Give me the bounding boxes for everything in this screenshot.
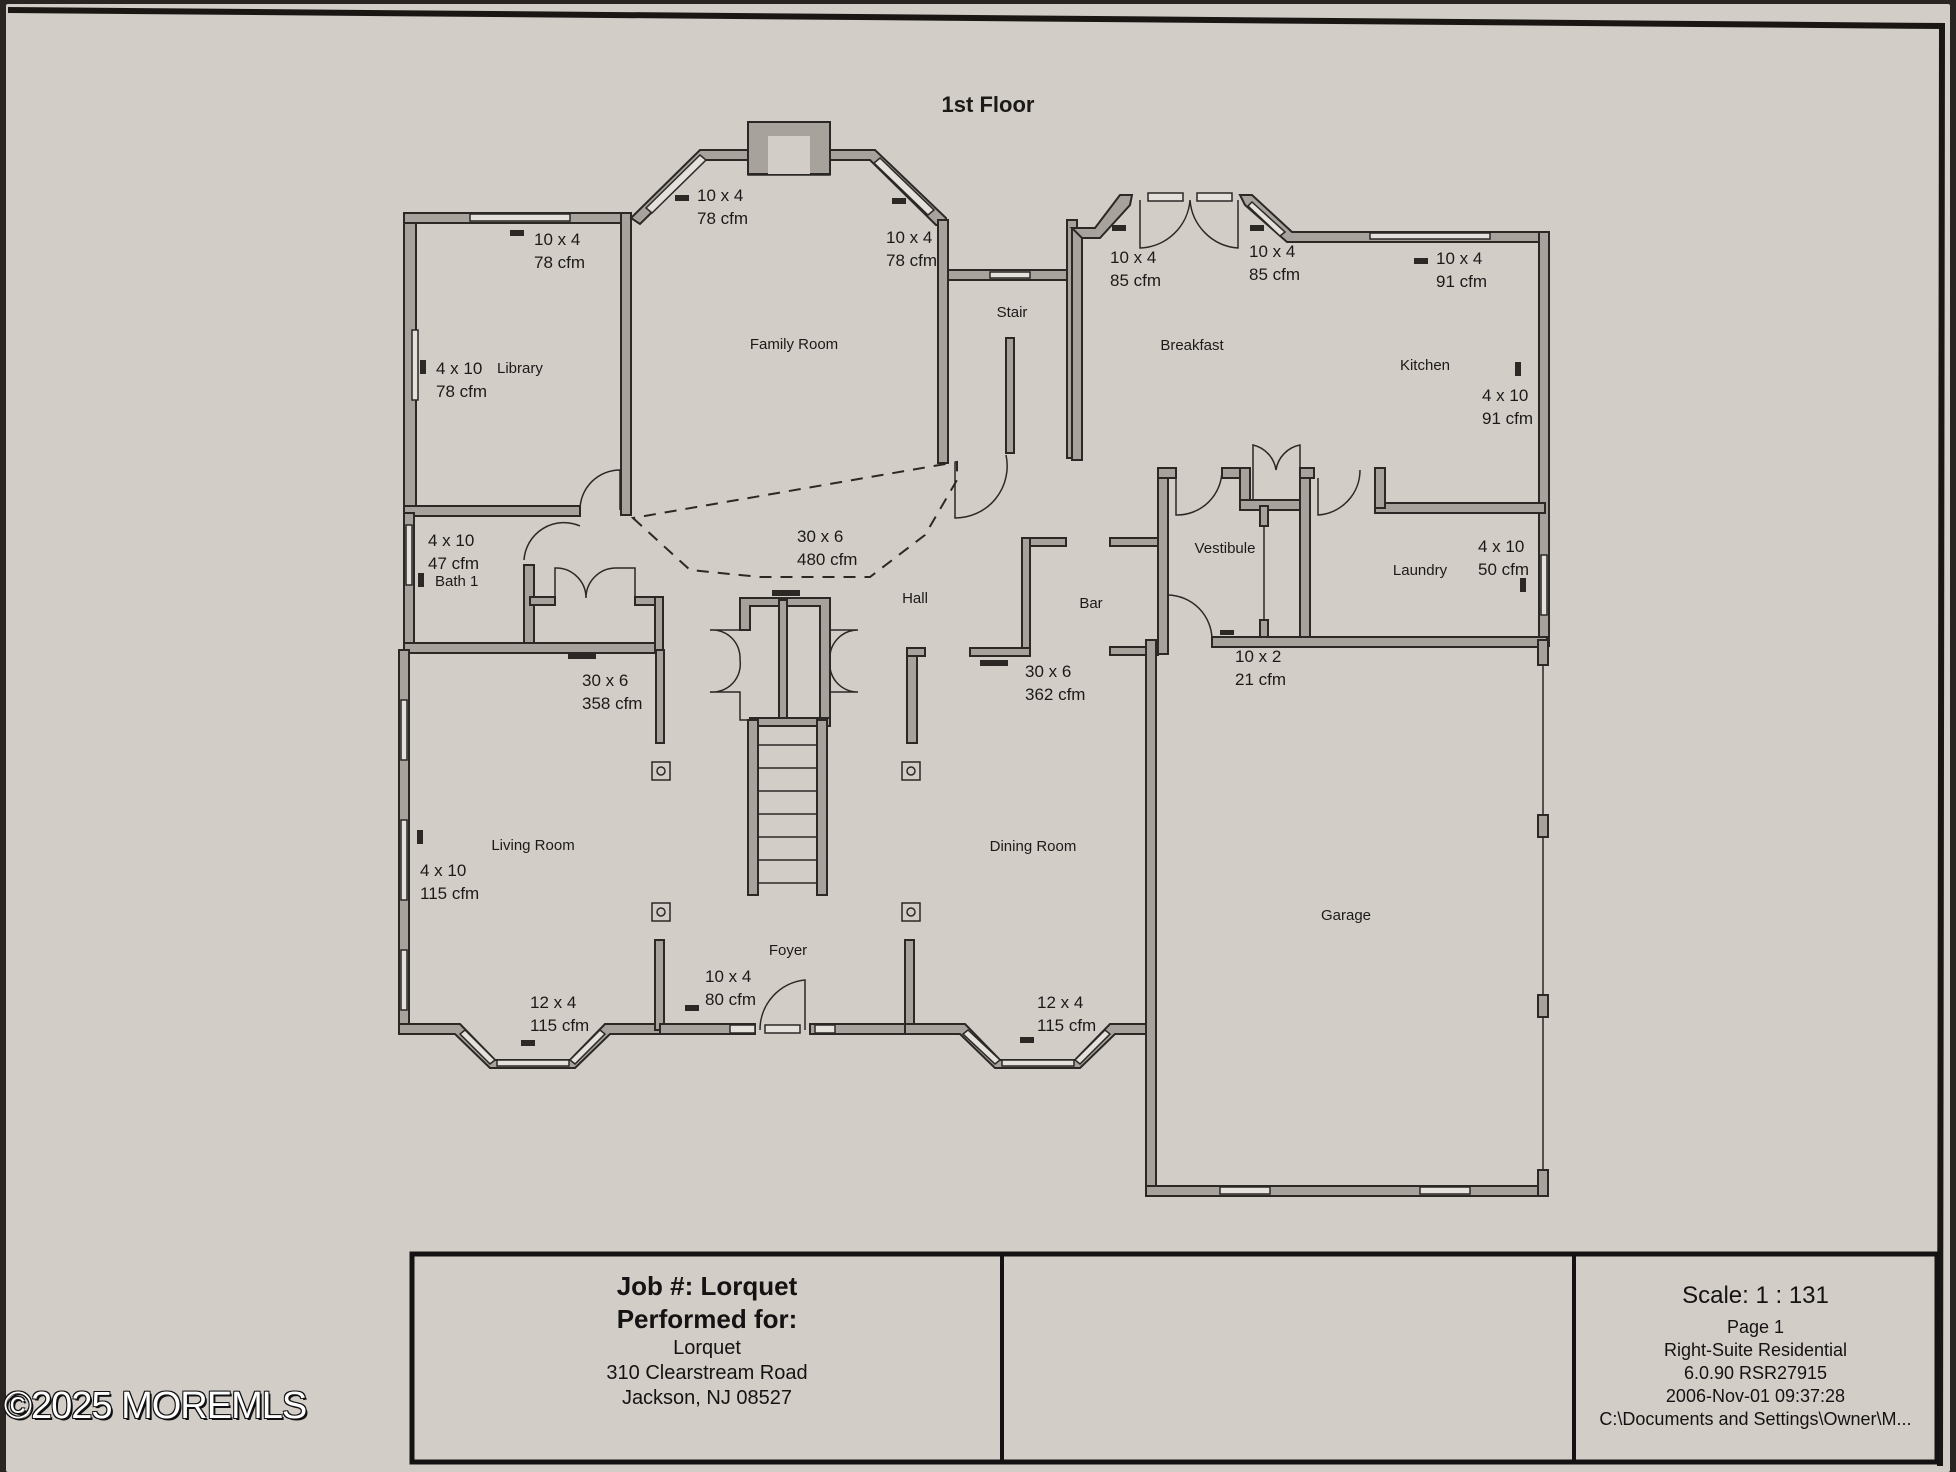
client-address: 310 Clearstream Road [606, 1362, 808, 1384]
vent-size: 10 x 4 [1436, 249, 1482, 268]
title-block-frame [409, 1251, 1940, 1465]
vent-size: 12 x 4 [1037, 993, 1083, 1012]
family-room-walls [629, 121, 958, 578]
room-garage: Garage [1321, 907, 1371, 924]
timestamp: 2006-Nov-01 09:37:28 [1665, 1386, 1846, 1406]
room-foyer: Foyer [769, 942, 807, 959]
vent-size: 30 x 6 [1025, 662, 1071, 681]
vent-cfm: 85 cfm [1249, 265, 1300, 284]
vent-markers [417, 195, 1526, 1046]
room-laundry: Laundry [1393, 562, 1448, 579]
vent-size: 4 x 10 [420, 861, 466, 880]
vent-cfm: 50 cfm [1478, 560, 1529, 579]
room-kitchen: Kitchen [1400, 357, 1450, 374]
page-number: Page 1 [1726, 1317, 1785, 1337]
staircase-treads [758, 744, 817, 884]
vent-size: 12 x 4 [530, 993, 576, 1012]
software-name: Right-Suite Residential [1663, 1340, 1848, 1360]
garage-walls [1145, 639, 1549, 1197]
job-number: Job #: Lorquet [616, 1271, 798, 1301]
scale: Scale: 1 : 131 [1682, 1282, 1829, 1309]
vent-size: 4 x 10 [1482, 386, 1528, 405]
room-vestibule: Vestibule [1195, 540, 1256, 557]
title-block-job-info: Job #: Lorquet Performed for: Lorquet 31… [412, 1254, 1002, 1462]
vent-size: 10 x 4 [697, 186, 743, 205]
vent-cfm: 85 cfm [1110, 271, 1161, 290]
client-name: Lorquet [673, 1337, 741, 1359]
vent-cfm: 91 cfm [1482, 409, 1533, 428]
vent-size: 4 x 10 [428, 531, 474, 550]
room-bath1: Bath 1 [435, 573, 478, 590]
room-stair: Stair [997, 304, 1028, 321]
vent-labels: 10 x 4 78 cfm 10 x 4 78 cfm 10 x 4 78 cf… [420, 186, 1533, 1035]
vent-cfm: 78 cfm [534, 253, 585, 272]
vent-size: 10 x 4 [886, 228, 932, 247]
vent-size: 10 x 4 [534, 230, 580, 249]
bar-walls [969, 537, 1067, 657]
vent-size: 10 x 4 [1249, 242, 1295, 261]
bath-closet-walls [403, 512, 664, 654]
room-dining-room: Dining Room [990, 838, 1077, 855]
vestibule-laundry-walls [1109, 444, 1548, 656]
title-block-blank [1002, 1254, 1574, 1462]
columns [651, 761, 921, 922]
floor-title: 1st Floor [942, 92, 1035, 117]
stair-room-walls [947, 219, 1078, 519]
vent-size: 30 x 6 [797, 527, 843, 546]
file-path: C:\Documents and Settings\Owner\M... [1599, 1409, 1912, 1429]
sheet-frame [7, 7, 1946, 1467]
vent-size: 4 x 10 [436, 359, 482, 378]
room-breakfast: Breakfast [1160, 337, 1224, 354]
vent-size: 10 x 4 [1110, 248, 1156, 267]
room-labels: Family Room Stair Breakfast Kitchen Libr… [435, 304, 1450, 959]
room-family-room: Family Room [750, 336, 838, 353]
vent-cfm: 21 cfm [1235, 670, 1286, 689]
vent-cfm: 115 cfm [1037, 1016, 1096, 1035]
vent-cfm: 78 cfm [697, 209, 748, 228]
performed-for-label: Performed for: [616, 1304, 798, 1334]
room-living-room: Living Room [491, 837, 574, 854]
central-stair-walls [655, 597, 926, 896]
room-library: Library [497, 360, 543, 377]
room-bar: Bar [1079, 595, 1102, 612]
copyright-watermark: ©2025 MOREMLS [4, 1385, 307, 1427]
vent-cfm: 78 cfm [436, 382, 487, 401]
vent-cfm: 362 cfm [1025, 685, 1085, 704]
vent-cfm: 358 cfm [582, 694, 642, 713]
vent-size: 4 x 10 [1478, 537, 1524, 556]
plan-sheet [6, 4, 1950, 1472]
vent-size: 30 x 6 [582, 671, 628, 690]
kitchen-breakfast-walls [1069, 192, 1550, 647]
vent-cfm: 80 cfm [705, 990, 756, 1009]
title-block-meta: Scale: 1 : 131 Page 1 Right-Suite Reside… [1574, 1254, 1937, 1462]
vent-cfm: 91 cfm [1436, 272, 1487, 291]
vent-cfm: 115 cfm [530, 1016, 589, 1035]
room-hall: Hall [902, 590, 928, 607]
vent-cfm: 78 cfm [886, 251, 937, 270]
vent-size: 10 x 2 [1235, 647, 1281, 666]
software-version: 6.0.90 RSR27915 [1683, 1363, 1828, 1383]
client-city: Jackson, NJ 08527 [621, 1387, 793, 1409]
vent-cfm: 47 cfm [428, 554, 479, 573]
vent-cfm: 115 cfm [420, 884, 479, 903]
library-walls [403, 212, 632, 517]
vent-size: 10 x 4 [705, 967, 751, 986]
vent-cfm: 480 cfm [797, 550, 857, 569]
